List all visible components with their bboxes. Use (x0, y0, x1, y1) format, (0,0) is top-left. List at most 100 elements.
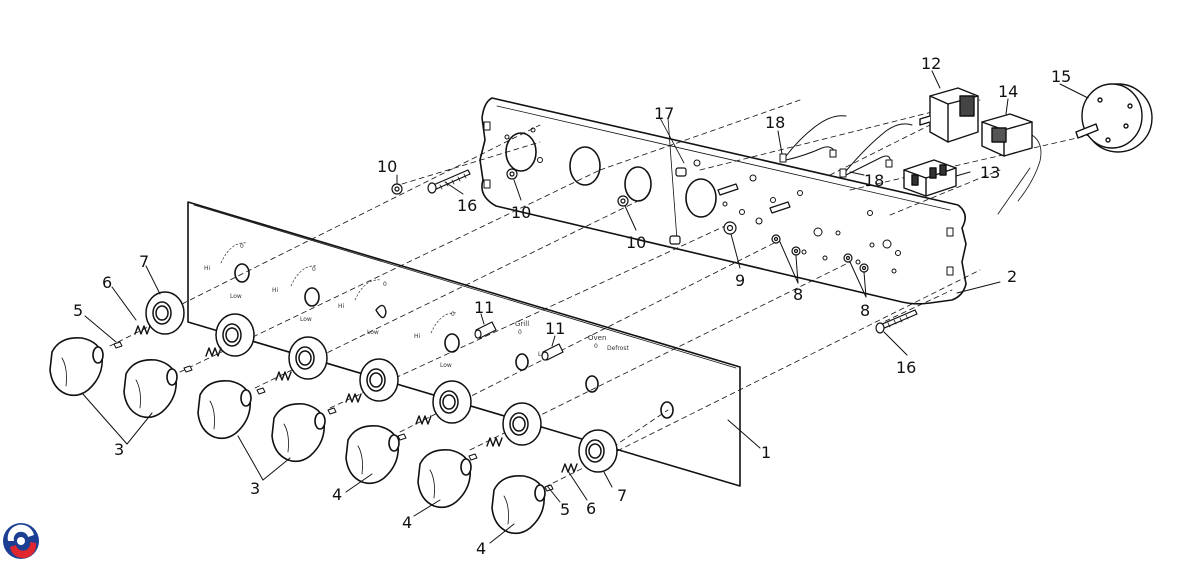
screw-8-icon (859, 263, 869, 273)
selector-switch-13 (903, 159, 957, 197)
spring-icon (486, 437, 503, 447)
long-screw-16-icon (875, 309, 918, 334)
spring-icon (345, 393, 362, 403)
knob-icon (49, 336, 104, 397)
control-knobs (49, 336, 546, 535)
bezel-icon (502, 402, 542, 446)
fasteners (391, 167, 918, 361)
svg-text:Low: Low (367, 329, 379, 336)
svg-text:0: 0 (594, 343, 598, 350)
screw-10-icon (391, 183, 403, 195)
callout-1: 1 (761, 443, 771, 462)
svg-text:Hi: Hi (414, 333, 421, 340)
callout-13: 13 (980, 163, 1000, 182)
callout-4: 4 (332, 485, 342, 504)
bezel-icon (145, 291, 185, 335)
wiring-harness-18 (779, 115, 913, 178)
thin-leader-lines (659, 117, 1031, 241)
switch-pin-11-icon (474, 321, 564, 361)
callout-8: 8 (793, 285, 803, 304)
callout-16: 16 (896, 358, 916, 377)
clips-5 (113, 341, 554, 492)
svg-text:0: 0 (312, 266, 316, 273)
spring-icon (134, 325, 151, 335)
callout-18: 18 (864, 171, 884, 190)
bezels-7 (145, 291, 618, 473)
knob-icon (417, 448, 472, 509)
bezel-icon (432, 380, 472, 424)
energy-regulator-12 (919, 87, 979, 143)
callout-2: 2 (1007, 267, 1017, 286)
callout-16: 16 (457, 196, 477, 215)
callout-15: 15 (1051, 67, 1071, 86)
long-screw-16-icon (427, 169, 471, 194)
washer-10-icon (506, 168, 518, 180)
grill-marking: Grill (515, 320, 529, 328)
timer-15 (1075, 83, 1153, 153)
svg-text:0: 0 (518, 329, 522, 336)
bezel-icon (359, 358, 399, 402)
callout-4: 4 (476, 539, 486, 558)
svg-text:0: 0 (383, 281, 387, 288)
knob-icon (123, 358, 178, 419)
screw-8-icon (843, 253, 853, 263)
svg-text:Hi: Hi (204, 265, 211, 272)
callout-6: 6 (586, 499, 596, 518)
callout-numbers: 1 2 3 3 4 4 4 5 5 6 6 7 7 8 8 9 10 10 10… (73, 54, 1071, 558)
callout-5: 5 (560, 500, 570, 519)
spring-icon (205, 347, 222, 357)
callout-6: 6 (102, 273, 112, 292)
bezel-icon (215, 313, 255, 357)
callout-10: 10 (377, 157, 397, 176)
callout-11: 11 (545, 319, 565, 338)
knob-icon (271, 402, 326, 463)
fascia-markings: Grill Oven 0 0 0 0 0 0 Hi Hi Hi Hi Low L… (204, 243, 630, 369)
spring-icon (415, 415, 432, 425)
knob-icon (491, 474, 546, 535)
callout-18: 18 (765, 113, 785, 132)
oven-marking: Oven (588, 334, 606, 342)
callout-17: 17 (654, 104, 674, 123)
screw-8-icon (791, 246, 801, 256)
callout-10: 10 (511, 203, 531, 222)
brand-logo-icon (3, 523, 39, 559)
nut-9-icon (723, 221, 737, 235)
thermostat-14 (981, 113, 1042, 202)
alignment-lines (109, 99, 1091, 488)
spring-icon (561, 463, 578, 473)
svg-text:Defrost: Defrost (607, 345, 630, 352)
callout-10: 10 (626, 233, 646, 252)
svg-text:0: 0 (240, 243, 244, 250)
spacer-icon (717, 183, 791, 214)
callout-leaders (81, 70, 1089, 544)
svg-text:Low: Low (440, 362, 452, 369)
callout-3: 3 (250, 479, 260, 498)
callout-4: 4 (402, 513, 412, 532)
callout-11: 11 (474, 298, 494, 317)
svg-text:Hi: Hi (272, 287, 279, 294)
screw-8-icon (771, 234, 781, 244)
pin-17-icon (669, 167, 687, 245)
rear-control-panel (479, 97, 967, 305)
bezel-icon (288, 336, 328, 380)
callout-8: 8 (860, 301, 870, 320)
svg-text:Hi: Hi (338, 303, 345, 310)
callout-9: 9 (735, 271, 745, 290)
svg-text:Low: Low (300, 316, 312, 323)
spring-icon (275, 371, 292, 381)
front-fascia-panel (187, 201, 741, 487)
callout-7: 7 (617, 486, 627, 505)
callout-3: 3 (114, 440, 124, 459)
washer-10-icon (617, 195, 629, 207)
callout-12: 12 (921, 54, 941, 73)
callout-7: 7 (139, 252, 149, 271)
svg-text:Low: Low (230, 293, 242, 300)
bezel-icon (578, 429, 618, 473)
knob-icon (345, 424, 400, 485)
knob-icon (197, 379, 252, 440)
svg-text:0: 0 (451, 311, 455, 318)
callout-14: 14 (998, 82, 1018, 101)
springs-6 (134, 325, 578, 473)
callout-5: 5 (73, 301, 83, 320)
